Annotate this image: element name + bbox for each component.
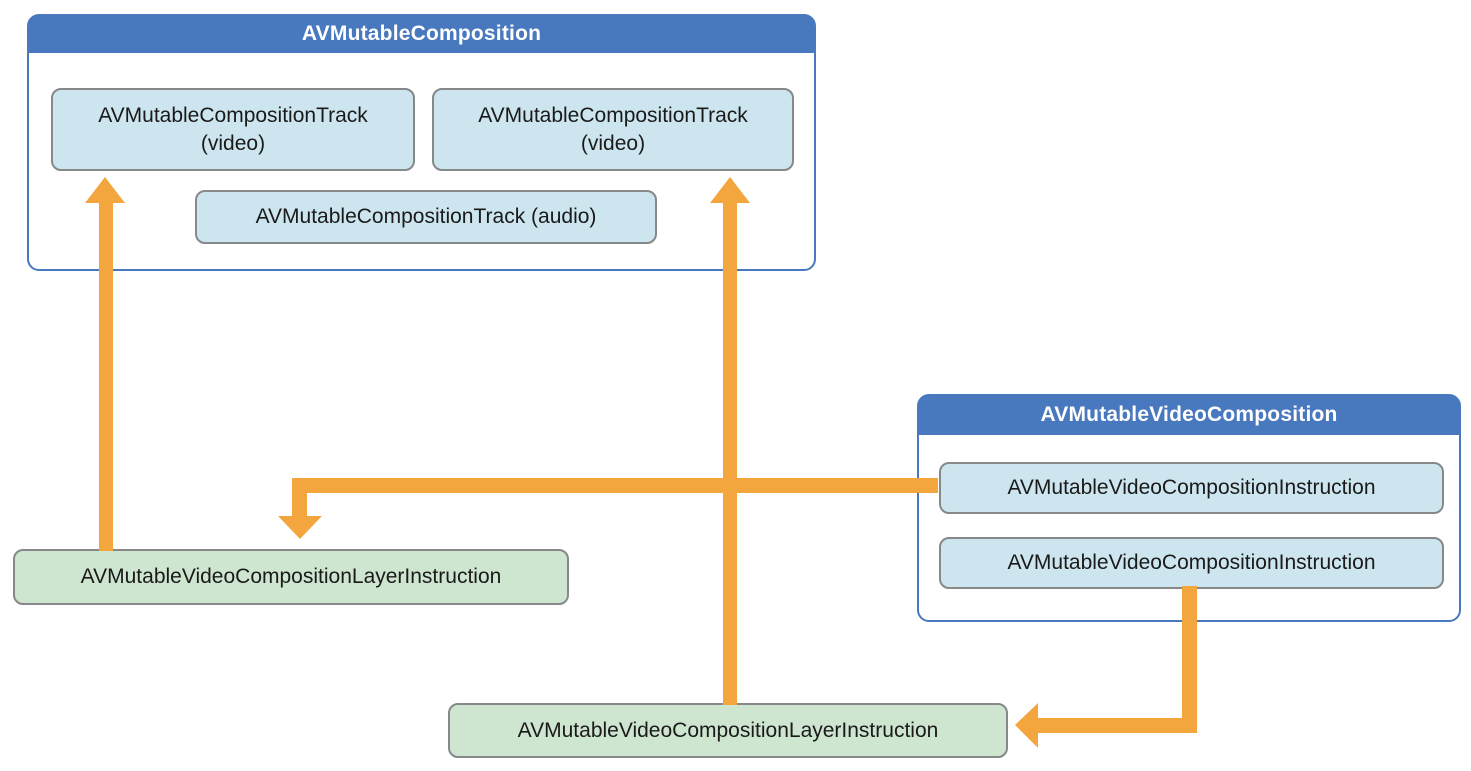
track-label-line2: (video) [200, 131, 266, 155]
composition-container: AVMutableComposition AVMutableCompositio… [27, 14, 816, 271]
track-label-line2: (video) [580, 131, 646, 155]
video-composition-header: AVMutableVideoComposition [918, 395, 1460, 435]
composition-header: AVMutableComposition [28, 15, 815, 53]
track-label-line1: AVMutableCompositionTrack [478, 103, 748, 127]
video-composition-instruction-2: AVMutableVideoCompositionInstruction [939, 537, 1444, 589]
layer-instruction-label: AVMutableVideoCompositionLayerInstructio… [517, 718, 939, 742]
composition-track-video-2: AVMutableCompositionTrack (video) [432, 88, 794, 171]
instruction-label: AVMutableVideoCompositionInstruction [1007, 551, 1376, 575]
video-composition-title: AVMutableVideoComposition [1040, 403, 1338, 426]
track-label: AVMutableCompositionTrack (audio) [255, 205, 597, 229]
layer-instruction-left: AVMutableVideoCompositionLayerInstructio… [13, 549, 569, 605]
arrow-instruction1-to-layerinstruction-left [278, 478, 938, 539]
track-label-line1: AVMutableCompositionTrack [98, 103, 368, 127]
video-composition-container: AVMutableVideoComposition AVMutableVideo… [917, 394, 1461, 622]
layer-instruction-label: AVMutableVideoCompositionLayerInstructio… [80, 565, 502, 589]
composition-track-audio: AVMutableCompositionTrack (audio) [195, 190, 657, 244]
layer-instruction-bottom: AVMutableVideoCompositionLayerInstructio… [448, 703, 1008, 758]
composition-title: AVMutableComposition [301, 22, 542, 45]
instruction-label: AVMutableVideoCompositionInstruction [1007, 476, 1376, 500]
composition-track-video-1: AVMutableCompositionTrack (video) [51, 88, 415, 171]
video-composition-instruction-1: AVMutableVideoCompositionInstruction [939, 462, 1444, 514]
